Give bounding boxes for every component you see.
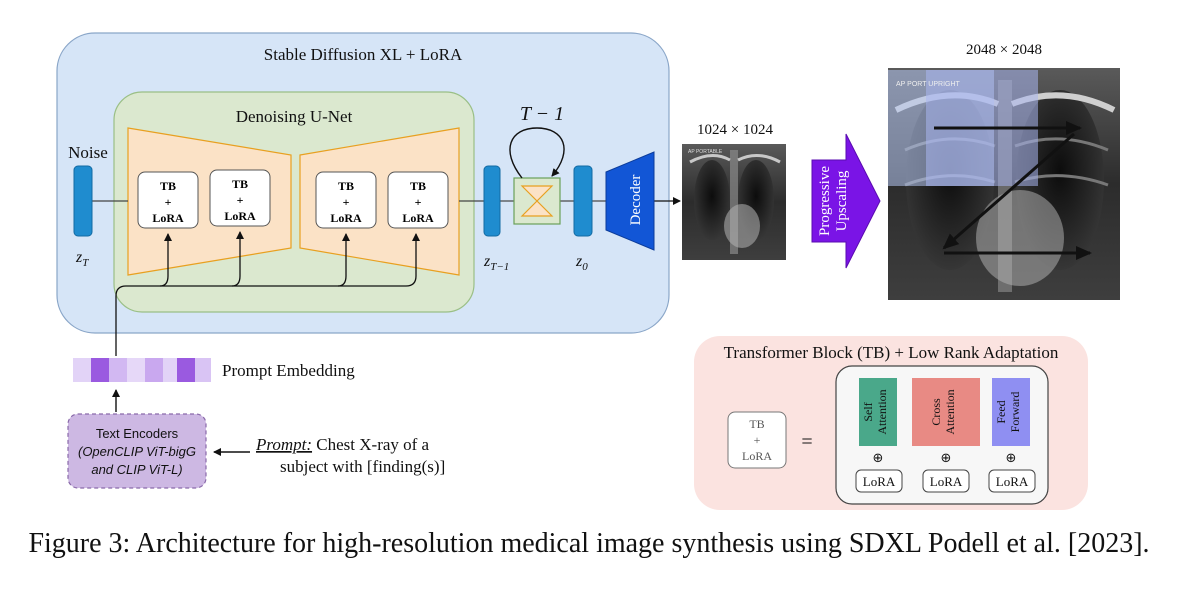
latent-zt-minus-1 [483, 165, 501, 237]
tb-label: TB [410, 179, 426, 193]
lora-box-cross [922, 469, 970, 493]
text-encoders-box: Text Encoders (OpenCLIP ViT-bigG and CLI… [67, 413, 207, 489]
prompt-label: Prompt: [255, 435, 312, 454]
z0-var: z [575, 253, 583, 270]
tb-summary-box [727, 411, 787, 469]
self-attention-l1: Self [861, 402, 875, 421]
zt-label: zT [75, 249, 89, 269]
decoder-label: Decoder [628, 175, 644, 226]
ztm1-sub: T−1 [490, 261, 509, 273]
oplus-icon: ⊕ [1006, 450, 1017, 465]
ztm1-var: z [483, 253, 491, 270]
tb-plus: + [237, 193, 244, 207]
tb-plus: + [415, 195, 422, 209]
self-attention-l2: Attention [875, 389, 889, 434]
tb-lora: LoRA [402, 211, 434, 225]
progressive-upscaling-arrow: Progressive Upscaling [811, 133, 881, 269]
conditioning-lines [115, 231, 420, 356]
cross-attention-l1: Cross [929, 398, 943, 426]
xray-2048-image: AP PORT UPRIGHT [888, 68, 1120, 300]
tb-summary-l2: + [754, 433, 761, 447]
lora-label-ff: LoRA [996, 474, 1029, 489]
loop-arrow [509, 127, 565, 179]
tb-label: TB [232, 177, 248, 191]
figure-caption: Figure 3: Architecture for high-resoluti… [28, 528, 1150, 559]
lora-box-self [855, 469, 903, 493]
res-2048-label: 2048 × 2048 [966, 42, 1042, 58]
lora-box-ff [988, 469, 1036, 493]
tb-label: TB [160, 179, 176, 193]
loop-label: T − 1 [520, 103, 564, 125]
xray-1024-image: AP PORTABLE [682, 144, 786, 260]
self-attention-block [859, 378, 897, 446]
tb-lora: LoRA [152, 211, 184, 225]
tb-block: TB + LoRA [137, 171, 199, 229]
latent-zt [73, 165, 93, 237]
encoder-model-1: (OpenCLIP ViT-bigG [78, 444, 196, 459]
tb-lora: LoRA [224, 209, 256, 223]
zt-var: z [75, 249, 83, 266]
latent-z0 [573, 165, 593, 237]
cross-attention-block [912, 378, 980, 446]
ztm1-label: zT−1 [483, 253, 509, 273]
raster-order-arrows [934, 121, 1092, 260]
tb-plus: + [343, 195, 350, 209]
tb-detail-title: Transformer Block (TB) + Low Rank Adapta… [724, 343, 1059, 362]
noise-label: Noise [68, 143, 108, 162]
z0-sub: 0 [582, 261, 588, 273]
oplus-icon: ⊕ [873, 450, 884, 465]
tb-summary-l3: LoRA [742, 449, 772, 463]
unet-title: Denoising U-Net [236, 107, 353, 126]
tb-detail-panel: Transformer Block (TB) + Low Rank Adapta… [694, 336, 1088, 510]
z0-label: z0 [575, 253, 588, 273]
res-1024-label: 1024 × 1024 [697, 122, 773, 138]
oplus-icon: ⊕ [941, 450, 952, 465]
encoder-title: Text Encoders [96, 426, 179, 441]
tb-label: TB [338, 179, 354, 193]
feed-forward-block [992, 378, 1030, 446]
prompt-line-1: Chest X-ray of a [312, 435, 430, 454]
tb-lora: LoRA [330, 211, 362, 225]
prompt-line-2: subject with [finding(s)] [280, 457, 445, 476]
tb-summary-l1: TB [749, 417, 764, 431]
prompt-embedding: Prompt Embedding [73, 358, 355, 382]
tb-block: TB + LoRA [315, 171, 377, 229]
equals-sign: = [801, 431, 812, 453]
decoder-block: Decoder [605, 151, 655, 251]
upscale-line-1: Progressive [817, 166, 833, 236]
lora-label-cross: LoRA [930, 474, 963, 489]
tb-block: TB + LoRA [209, 169, 271, 227]
zt-sub: T [82, 257, 89, 269]
sampling-step: T − 1 [509, 103, 565, 225]
cross-attention-l2: Attention [943, 389, 957, 434]
tb-plus: + [165, 195, 172, 209]
lora-label-self: LoRA [863, 474, 896, 489]
feed-forward-l2: Forward [1008, 392, 1022, 433]
feed-forward-l1: Feed [994, 400, 1008, 423]
prompt-embedding-label: Prompt Embedding [222, 361, 355, 380]
xray-small-text: AP PORTABLE [688, 149, 723, 155]
prompt-text-line-1: Prompt: Chest X-ray of a [255, 435, 430, 454]
upscale-line-2: Upscaling [834, 170, 850, 231]
encoder-model-2: and CLIP ViT-L) [91, 462, 182, 477]
xray-large-text: AP PORT UPRIGHT [896, 81, 961, 88]
sdxl-title: Stable Diffusion XL + LoRA [264, 45, 463, 64]
tb-block: TB + LoRA [387, 171, 449, 229]
